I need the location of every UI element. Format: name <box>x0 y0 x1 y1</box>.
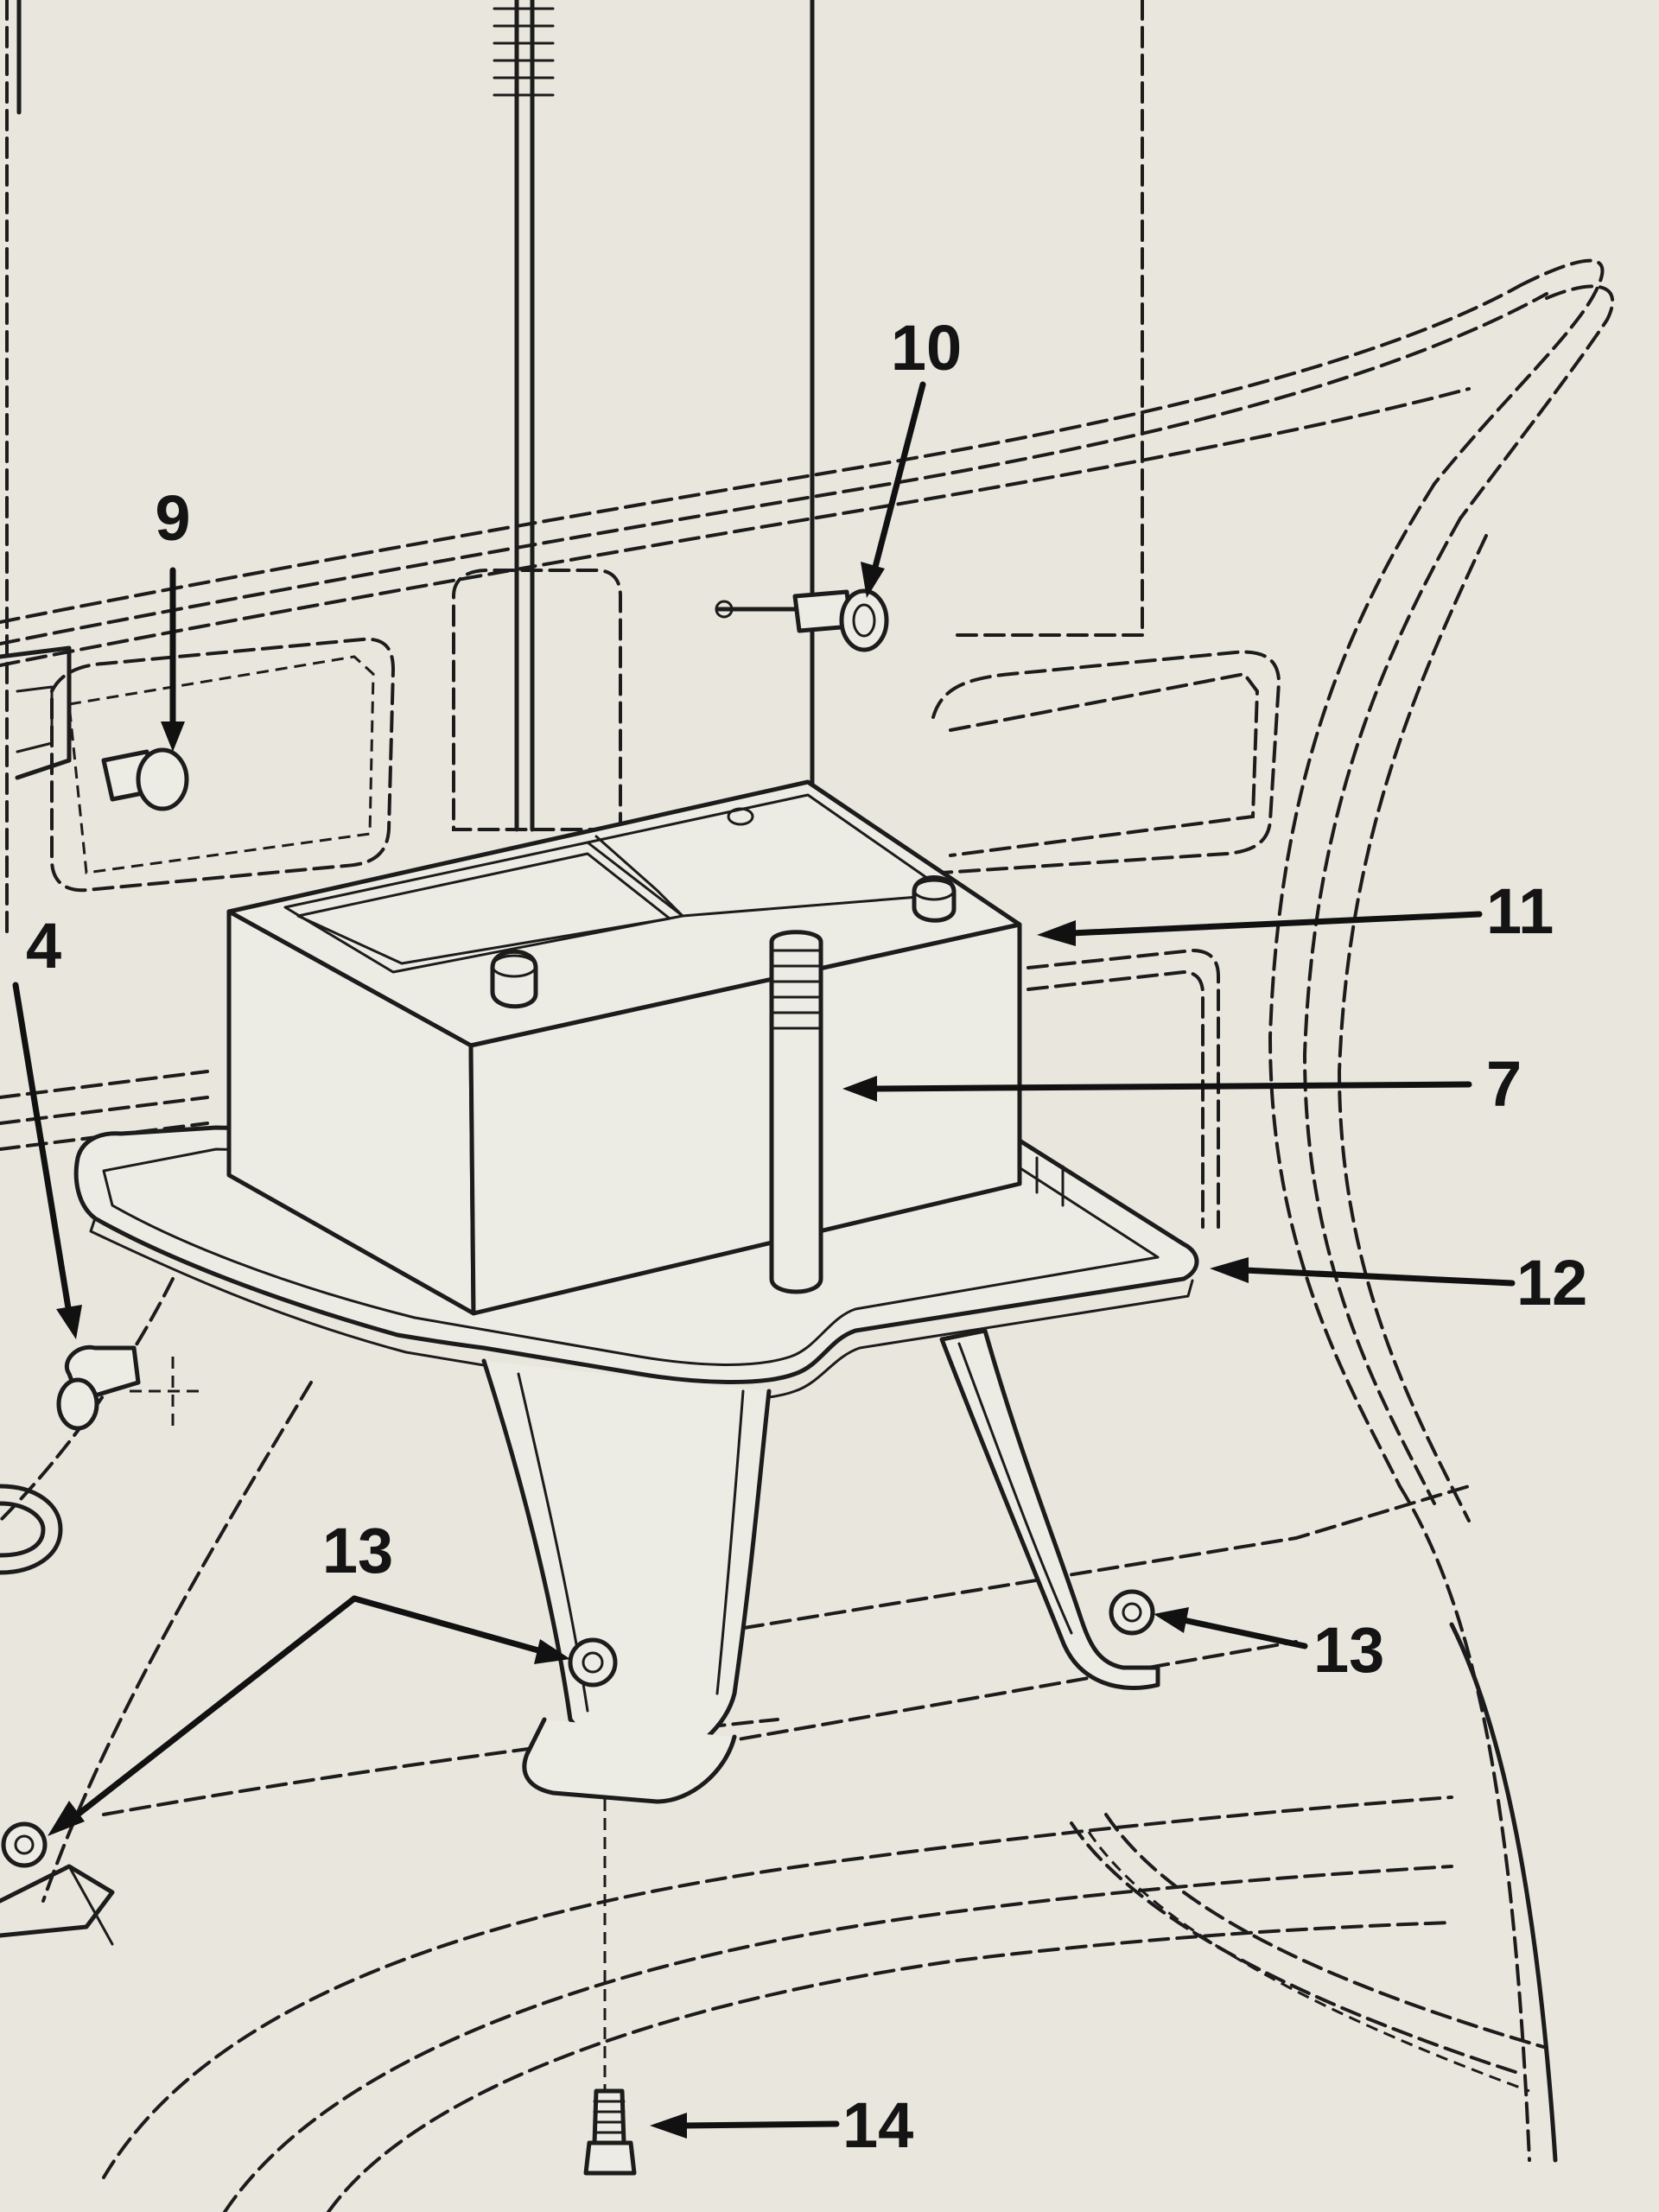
callout-labels: 9 10 11 7 12 13 13 14 4 <box>26 312 1587 2161</box>
part-13-nuts <box>1 1589 1155 1868</box>
callout-10: 10 <box>891 312 962 384</box>
part-4-partial-bolt <box>56 1344 199 1431</box>
part-14-bolt <box>583 2088 637 2176</box>
callout-13-right: 13 <box>1313 1614 1384 1686</box>
part-10-bolt-washer <box>715 588 889 652</box>
callout-14: 14 <box>842 2089 913 2161</box>
callout-leaders <box>12 381 1516 2139</box>
part-11-battery <box>226 779 1022 1316</box>
part-7-hold-down-rod <box>769 930 823 1294</box>
callout-13-left: 13 <box>322 1515 393 1586</box>
callout-11: 11 <box>1486 875 1554 947</box>
assembly-guide-lines <box>493 0 1144 2091</box>
vehicle-body-phantom-lines <box>0 0 1614 2212</box>
part-9-bolt <box>0 645 189 811</box>
callout-7: 7 <box>1486 1048 1522 1120</box>
callout-12: 12 <box>1516 1247 1587 1319</box>
callout-9: 9 <box>155 482 190 554</box>
callout-4-partial: 4 <box>26 910 61 982</box>
